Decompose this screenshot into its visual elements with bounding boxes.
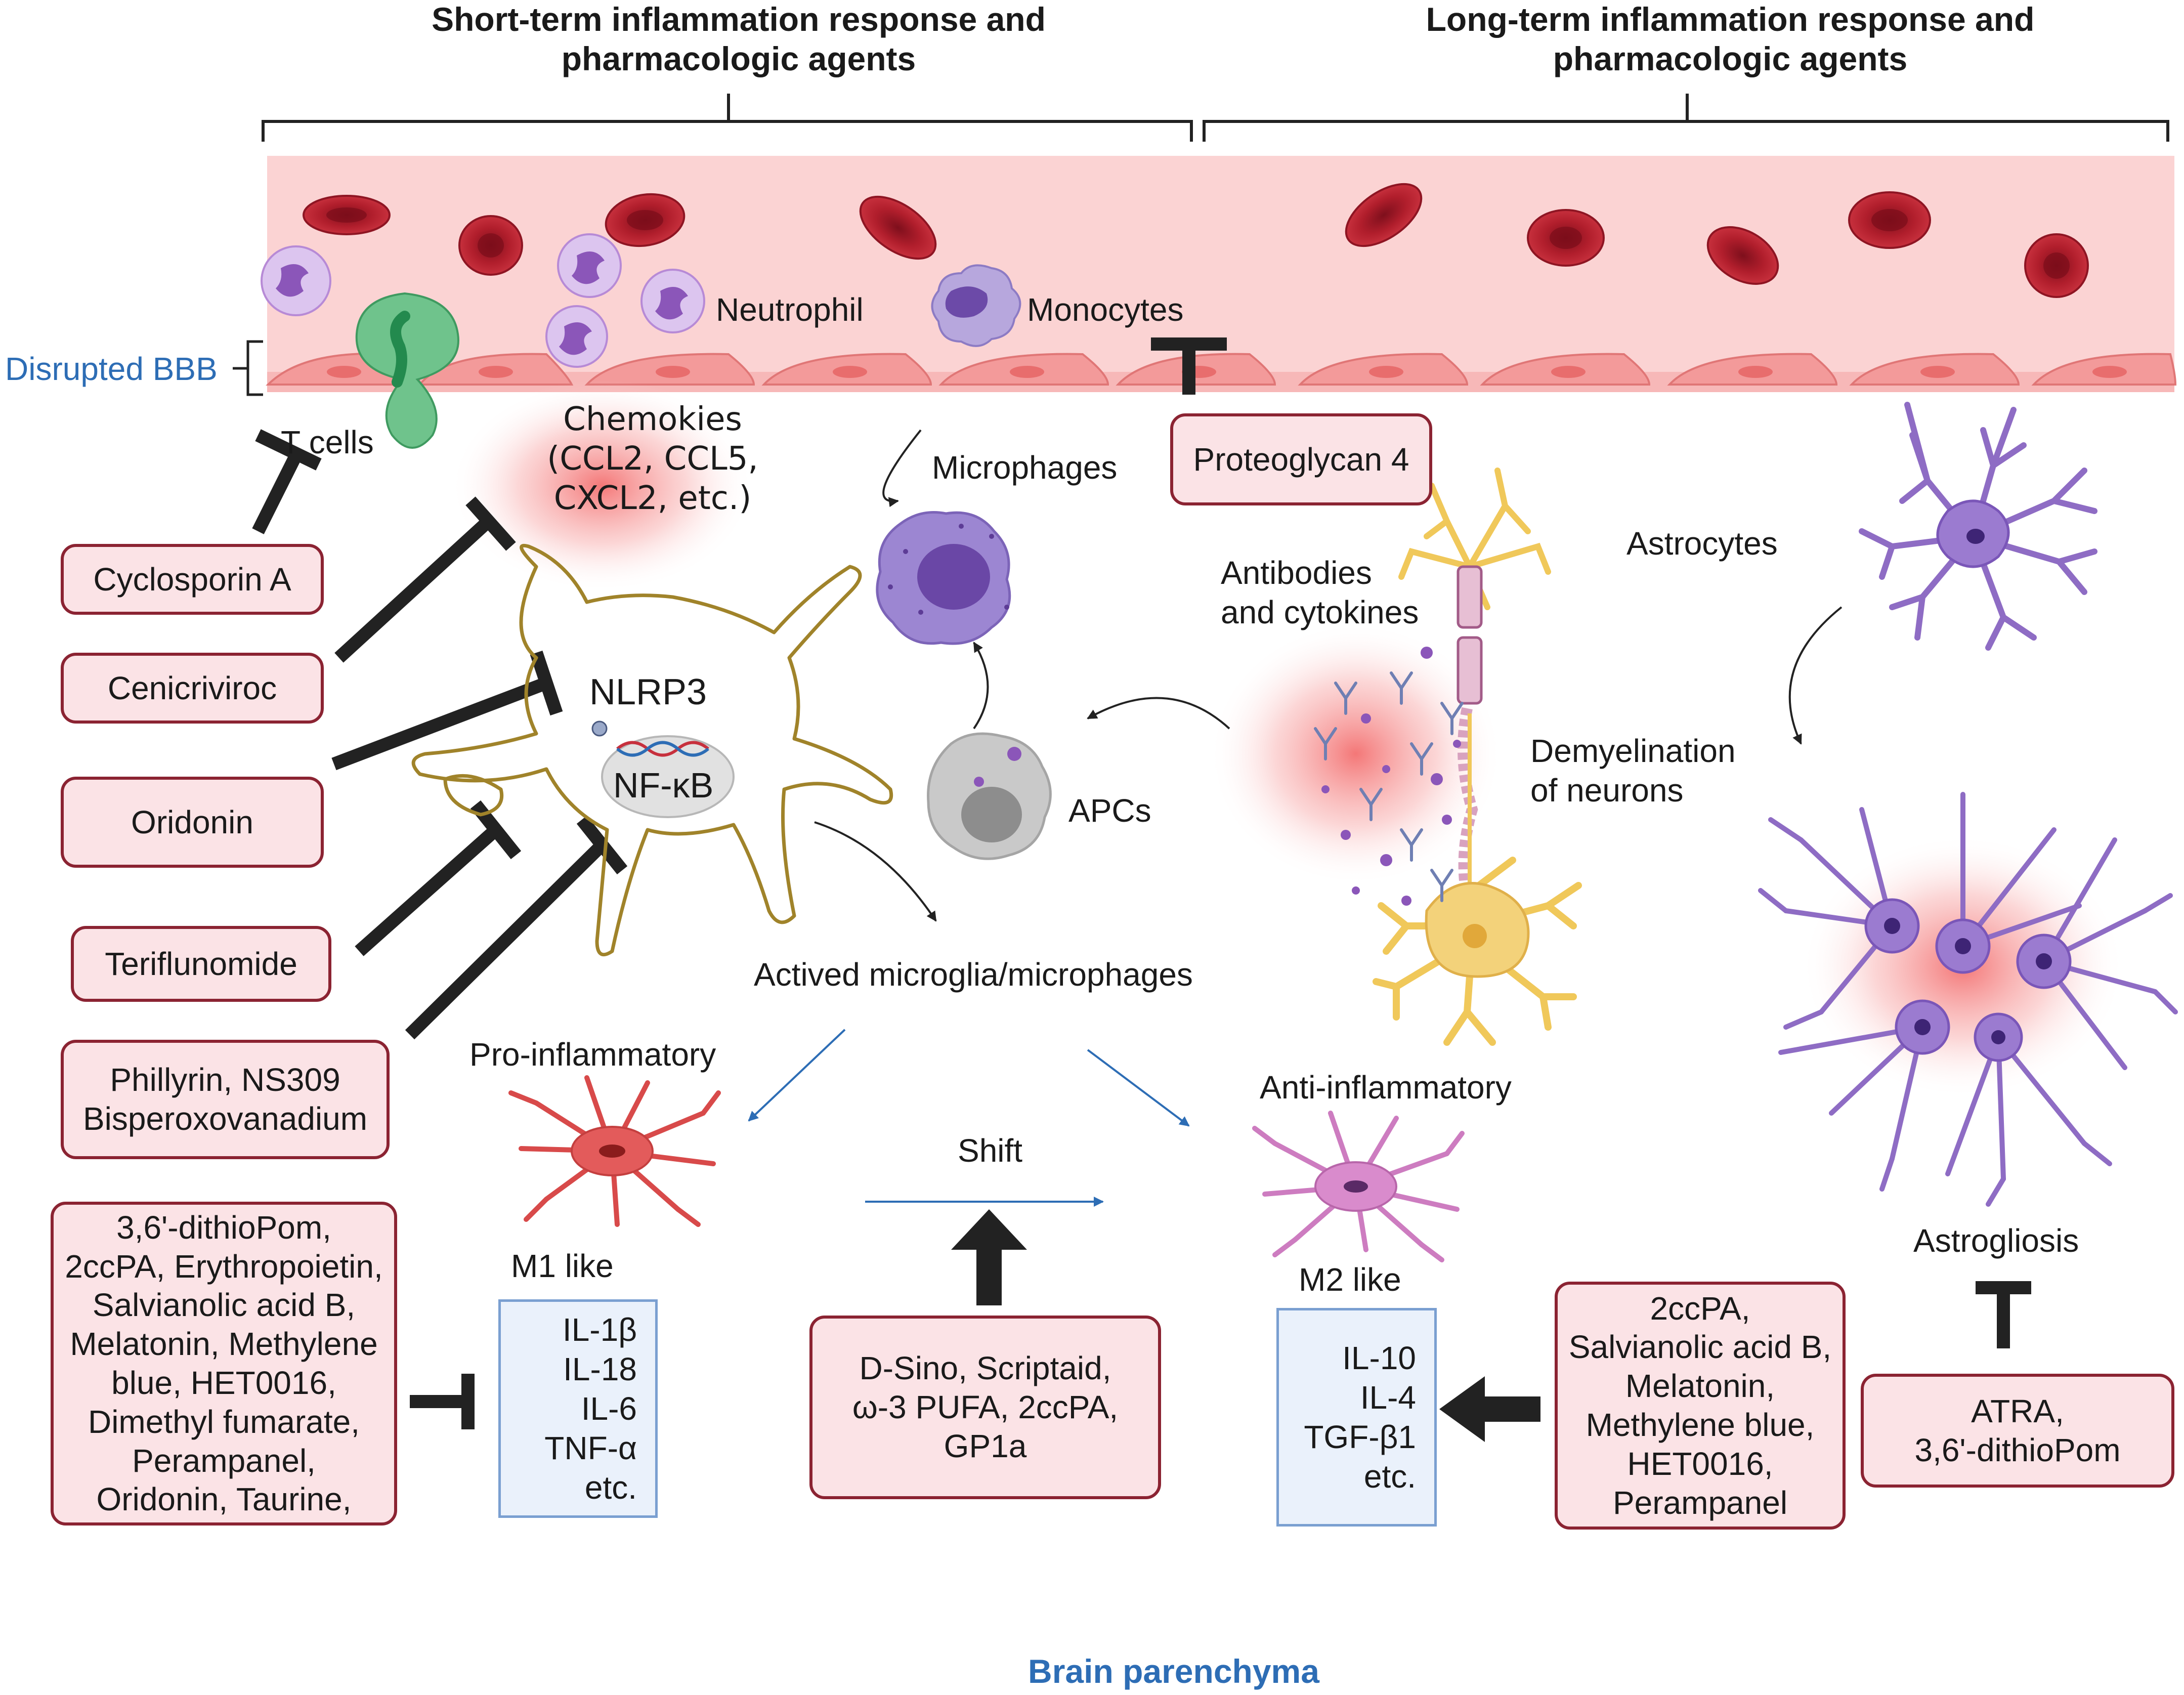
m2-promoters-box: 2ccPA, Salvianolic acid B, Melatonin, Me… <box>1555 1282 1846 1530</box>
shift-agents-box: D-Sino, Scriptaid, ω-3 PUFA, 2ccPA, GP1a <box>809 1316 1161 1499</box>
m2-like-label: M2 like <box>1299 1261 1401 1298</box>
activated-microglia-label: Actived microglia/microphages <box>754 956 1193 993</box>
m1-cytokine: IL-18 <box>563 1350 637 1387</box>
header-brackets <box>262 94 2169 142</box>
cytokine-particles <box>1321 647 1461 906</box>
m2-cytokine: IL-10 <box>1342 1339 1416 1376</box>
cytokine-glow <box>1209 622 1503 885</box>
phillyrin-ns309-box: Phillyrin, NS309 Bisperoxovanadium <box>61 1040 390 1159</box>
proteoglycan-4-box: Proteoglycan 4 <box>1170 413 1432 505</box>
antibodies <box>1314 671 1464 902</box>
cyclosporin-a-box: Cyclosporin A <box>61 544 324 615</box>
m1-cytokine: TNF-α <box>544 1430 637 1467</box>
nlrp3-label: NLRP3 <box>589 672 707 712</box>
neuron <box>1373 468 1582 1046</box>
neutrophils <box>261 233 705 368</box>
m1-cytokine: IL-1β <box>562 1311 637 1348</box>
microphages-label: Microphages <box>932 449 1118 486</box>
m1-cytokine: IL-6 <box>581 1390 637 1427</box>
m1-cytokine: etc. <box>584 1469 637 1506</box>
m1-cytokines-box: IL-1β IL-18 IL-6 TNF-α etc. <box>498 1299 658 1518</box>
short-term-bracket <box>262 120 1193 142</box>
long-term-bracket <box>1203 120 2169 142</box>
m1-like-label: M1 like <box>511 1248 614 1284</box>
m1-microglia <box>508 1075 721 1227</box>
disrupted-bbb-label: Disrupted BBB <box>5 351 218 387</box>
short-term-header: Short-term inflammation response and pha… <box>432 1 1046 77</box>
astrocyte <box>1859 402 2097 651</box>
macrophage <box>876 511 1011 645</box>
shift-label: Shift <box>958 1132 1023 1169</box>
m2-cytokine: IL-4 <box>1360 1379 1416 1416</box>
astrogliosis-inhibitors-box: ATRA, 3,6'-dithioPom <box>1861 1374 2174 1488</box>
apcs-label: APCs <box>1068 792 1151 829</box>
m2-cytokine: etc. <box>1363 1458 1416 1495</box>
cenicriviroc-box: Cenicriviroc <box>61 653 324 724</box>
bbb-bracket <box>233 340 263 396</box>
demyelination-label: Demyelination of neurons <box>1530 733 1736 809</box>
nucleus-dna <box>591 721 735 818</box>
t-cells-label: T cells <box>281 424 374 460</box>
microglia-cell <box>411 543 893 957</box>
inhibitor-bars <box>252 337 2031 1429</box>
m2-cytokines-box: IL-10 IL-4 TGF-β1 etc. <box>1276 1308 1437 1527</box>
m2-cytokine: TGF-β1 <box>1304 1419 1416 1455</box>
teriflunomide-box: Teriflunomide <box>71 926 331 1002</box>
astrocytes-label: Astrocytes <box>1626 525 1778 562</box>
anti-inflammatory-label: Anti-inflammatory <box>1260 1069 1512 1106</box>
apc-cell <box>927 732 1052 860</box>
m1-inhibitors-box: 3,6'-dithioPom, 2ccPA, Erythropoietin, S… <box>51 1202 397 1525</box>
chemokine-glow <box>450 379 754 592</box>
nfkb-label: NF-κB <box>613 766 714 805</box>
monocytes-label: Monocytes <box>1027 291 1184 328</box>
monocyte <box>931 264 1021 347</box>
t-cell <box>355 292 459 449</box>
oridonin-box: Oridonin <box>61 777 324 868</box>
long-term-header: Long-term inflammation response and phar… <box>1426 1 2035 77</box>
antibodies-cytokines-label: Antibodies and cytokines <box>1221 555 1419 631</box>
pro-inflammatory-label: Pro-inflammatory <box>469 1036 716 1073</box>
m2-microglia <box>1252 1111 1465 1262</box>
block-arrows <box>951 1209 1540 1442</box>
astrogliosis-label: Astrogliosis <box>1913 1222 2079 1259</box>
chemokines-label: Chemokies (CCL2, CCL5, CXCL2, etc.) <box>547 401 758 518</box>
brain-parenchyma-label: Brain parenchyma <box>1028 1652 1319 1690</box>
neutrophil-label: Neutrophil <box>716 291 864 328</box>
